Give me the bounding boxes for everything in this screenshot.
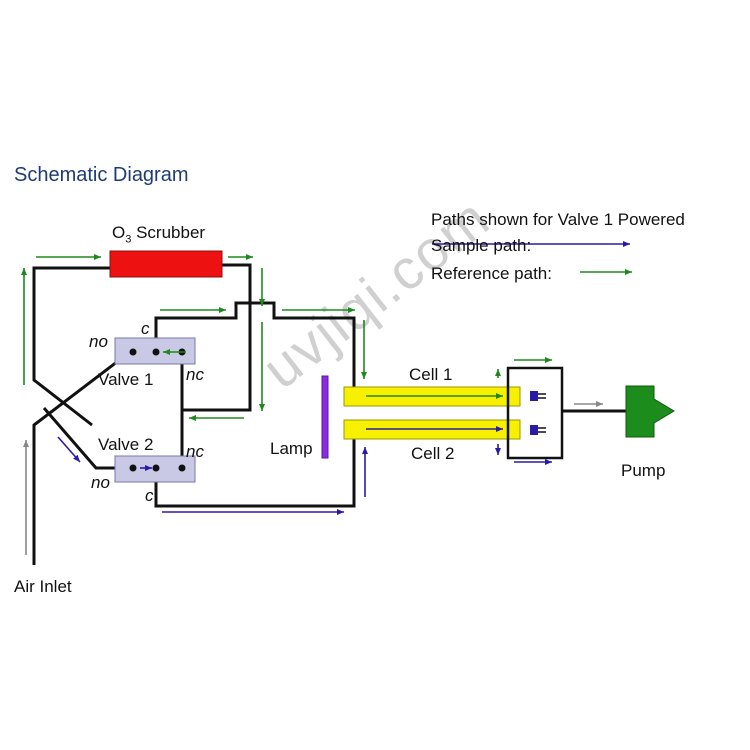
v1-no-label: no bbox=[89, 332, 108, 351]
cell2-label: Cell 2 bbox=[411, 444, 455, 463]
v1-c-port bbox=[152, 348, 160, 356]
valve1-to-cell1-tube bbox=[154, 301, 356, 397]
diagram-title: Schematic Diagram bbox=[14, 164, 189, 186]
valve1-label: Valve 1 bbox=[98, 370, 154, 389]
v1-nc-label: nc bbox=[186, 365, 204, 384]
o3-scrubber bbox=[109, 250, 223, 278]
v2-c-label: c bbox=[145, 486, 154, 505]
legend-heading: Paths shown for Valve 1 Powered bbox=[431, 210, 685, 229]
reference-path-arrows bbox=[21, 254, 632, 421]
pump-label: Pump bbox=[621, 461, 666, 480]
v1-no-port bbox=[129, 348, 137, 356]
detector-housing bbox=[506, 366, 564, 460]
legend-sample-label: Sample path: bbox=[431, 236, 532, 255]
sample-path-arrows bbox=[57, 241, 630, 515]
scrubber-outlet-tube bbox=[180, 263, 252, 412]
v2-nc-label: nc bbox=[186, 442, 204, 461]
cell1-label: Cell 1 bbox=[409, 365, 453, 384]
pump-body bbox=[625, 385, 675, 438]
v2-nc-port bbox=[178, 464, 186, 472]
v1-c-label: c bbox=[141, 319, 150, 338]
v2-c-port bbox=[152, 464, 160, 472]
v2-no-port bbox=[129, 464, 137, 472]
lamp-label: Lamp bbox=[270, 439, 313, 458]
air-inlet-label: Air Inlet bbox=[14, 577, 72, 596]
inlet-tube bbox=[32, 350, 131, 565]
valve-ports bbox=[129, 348, 186, 472]
detector1 bbox=[530, 391, 538, 401]
valve2-label: Valve 2 bbox=[98, 435, 154, 454]
lamp-bar bbox=[321, 375, 329, 459]
o3-scrubber-label: O3 Scrubber bbox=[112, 223, 206, 246]
scrubber-inlet-tube bbox=[32, 266, 110, 427]
legend-reference-label: Reference path: bbox=[431, 264, 552, 283]
v2-no-label: no bbox=[91, 473, 110, 492]
gray-arrows bbox=[23, 401, 603, 555]
detector2 bbox=[530, 425, 538, 435]
